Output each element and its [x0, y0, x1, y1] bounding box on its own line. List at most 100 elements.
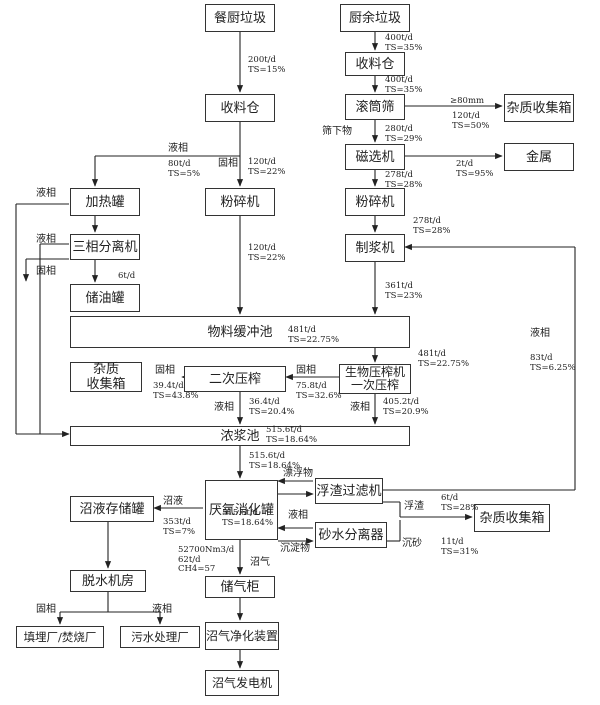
- node-magnetic-sep: 磁选机: [345, 144, 405, 170]
- label-200-ts: TS=15%: [248, 64, 286, 75]
- node-crusher-right: 粉碎机: [345, 188, 405, 216]
- label-5156a-q: 515.6t/d: [266, 425, 303, 435]
- label-364-ts: TS=20.4%: [249, 406, 295, 417]
- node-kitchen-waste: 厨余垃圾: [340, 4, 410, 32]
- label-float-residue: 浮渣: [404, 501, 424, 512]
- label-2t-ts: TS=95%: [456, 168, 494, 179]
- label-liquid-an: 液相: [288, 510, 308, 521]
- label-278b-q: 278t/d: [413, 216, 441, 226]
- label-400a-q: 400t/d: [385, 33, 413, 43]
- label-sand: 沉砂: [402, 538, 422, 549]
- label-278b-ts: TS=28%: [413, 225, 451, 236]
- label-80-ts: TS=5%: [168, 168, 201, 179]
- label-83-q: 83t/d: [530, 353, 553, 363]
- node-dewatering: 脱水机房: [70, 570, 146, 592]
- node-metal: 金属: [504, 143, 574, 171]
- label-280-q: 280t/d: [385, 124, 413, 134]
- node-silo-right: 收料仓: [345, 52, 405, 76]
- label-solid-mid2: 固相: [296, 365, 316, 376]
- label-758-ts: TS=32.6%: [296, 390, 342, 401]
- label-liquid-top: 液相: [168, 143, 188, 154]
- node-bio-press-line2: 一次压榨: [350, 378, 399, 392]
- label-481a-q: 481t/d: [288, 325, 316, 335]
- label-120-22b-ts: TS=22%: [248, 252, 286, 263]
- label-394-ts: TS=43.8%: [153, 390, 199, 401]
- label-80-q: 80t/d: [168, 159, 191, 169]
- label-280-ts: TS=29%: [385, 133, 423, 144]
- node-silo-left: 收料仓: [205, 94, 275, 122]
- node-digestate-tank: 沼液存储罐: [70, 496, 154, 522]
- node-sundry-box-1: 杂质收集箱: [504, 94, 574, 122]
- label-sediment: 沉淀物: [280, 543, 310, 554]
- label-394-q: 39.4t/d: [153, 381, 184, 391]
- label-364-q: 36.4t/d: [249, 397, 280, 407]
- label-solid-bottom: 固相: [36, 604, 56, 615]
- node-gas-holder: 储气柜: [205, 576, 275, 598]
- node-bio-press: 生物压榨机一次压榨: [339, 364, 411, 394]
- label-solid-top: 固相: [218, 158, 238, 169]
- label-353-q: 353t/d: [163, 517, 191, 527]
- label-5156c-q: 515.6t/d: [222, 508, 259, 518]
- node-sundry-box-2-line1: 杂质: [92, 362, 119, 377]
- node-slurry-pool: 浓浆池: [70, 426, 410, 446]
- label-481b-ts: TS=22.75%: [418, 358, 470, 369]
- label-278a-q: 278t/d: [385, 170, 413, 180]
- label-biogas-flow-3: CH4=57: [178, 564, 216, 574]
- label-solid-mid1: 固相: [155, 365, 175, 376]
- label-83-ts: TS=6.25%: [530, 362, 576, 373]
- label-5156b-q: 515.6t/d: [249, 451, 286, 461]
- node-three-phase: 三相分离机: [70, 234, 140, 260]
- label-screen-under: 筛下物: [322, 126, 352, 137]
- label-120-50-q: 120t/d: [452, 111, 480, 121]
- node-drum-screen: 滚筒筛: [345, 94, 405, 120]
- label-278a-ts: TS=28%: [385, 179, 423, 190]
- node-second-press-main-box: 二次压榨: [184, 366, 286, 392]
- label-400b-ts: TS=35%: [385, 84, 423, 95]
- node-sundry-box-2-line2: 收集箱: [86, 377, 126, 392]
- node-landfill: 填埋厂/焚烧厂: [16, 626, 104, 648]
- node-sand-water-sep: 砂水分离器: [315, 522, 387, 548]
- label-4052-q: 405.2t/d: [383, 397, 420, 407]
- label-6t-28-q: 6t/d: [441, 493, 459, 503]
- label-361-ts: TS=23%: [385, 290, 423, 301]
- label-biogas-flow-1: 52700Nm3/d: [178, 545, 235, 555]
- label-liquid-bottom: 液相: [152, 604, 172, 615]
- label-353-ts: TS=7%: [163, 526, 196, 537]
- label-6t-28-ts: TS=28%: [441, 502, 479, 513]
- label-ge80: ≥80mm: [450, 96, 485, 106]
- node-sundry-box-3: 杂质收集箱: [474, 504, 550, 532]
- label-120-22b-q: 120t/d: [248, 243, 276, 253]
- label-liquid-mid1: 液相: [214, 402, 234, 413]
- node-anaerobic: 厌氧消化罐: [205, 480, 278, 540]
- node-heating-tank: 加热罐: [70, 188, 140, 216]
- label-scum: 漂浮物: [283, 468, 313, 479]
- label-481b-q: 481t/d: [418, 349, 446, 359]
- node-pulper: 制浆机: [345, 234, 405, 262]
- node-food-waste: 餐厨垃圾: [205, 4, 275, 32]
- label-120-50-ts: TS=50%: [452, 120, 490, 131]
- label-11t-ts: TS=31%: [441, 546, 479, 557]
- node-scum-filter: 浮渣过滤机: [315, 478, 383, 504]
- label-5156c-ts: TS=18.64%: [222, 517, 274, 528]
- node-anaerobic-name: 厌氧消化罐: [208, 502, 274, 518]
- label-120-22a-ts: TS=22%: [248, 166, 286, 177]
